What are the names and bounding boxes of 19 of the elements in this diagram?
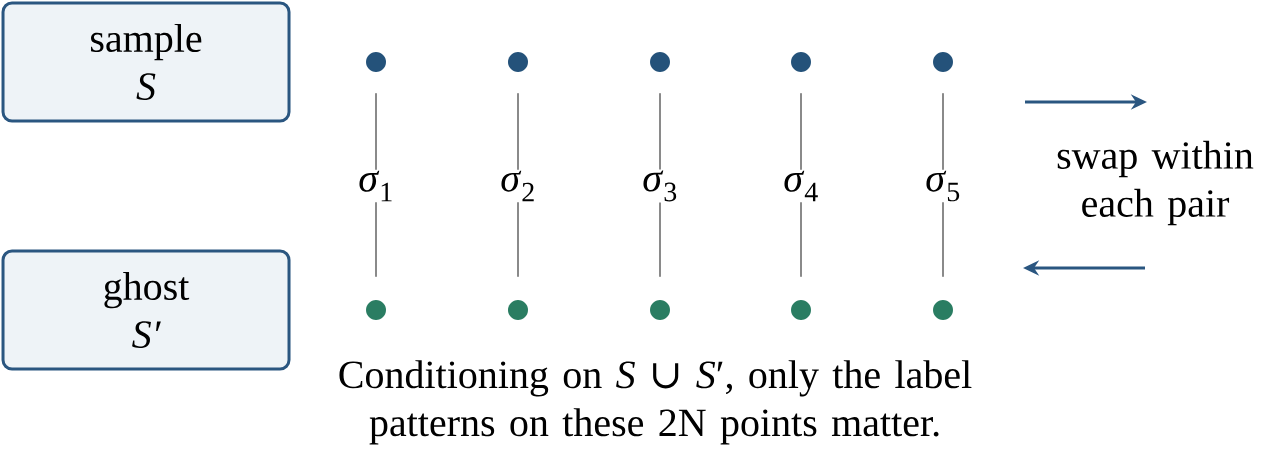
edge-label: σ$_{1}$ [357,169,395,203]
dot [508,300,528,320]
dot [650,300,670,320]
note-text: swap within each pair [1057,140,1254,226]
dot [933,52,953,72]
dot [650,52,670,72]
edge-label: σ$_{5}$ [924,169,962,203]
dot [791,300,811,320]
edge-label: σ$_{3}$ [641,169,679,203]
edge-label: σ$_{2}$ [499,169,537,203]
dot [366,300,386,320]
set-box: ghost S′ [1,249,291,371]
dot [933,300,953,320]
dot [508,52,528,72]
dot [791,52,811,72]
set-box: sample S [1,1,291,123]
dot [366,52,386,72]
caption: Conditioning on S ∪ S′, only the label patterns on these 2N points matter. [339,360,972,445]
edge-label: σ$_{4}$ [782,169,820,203]
